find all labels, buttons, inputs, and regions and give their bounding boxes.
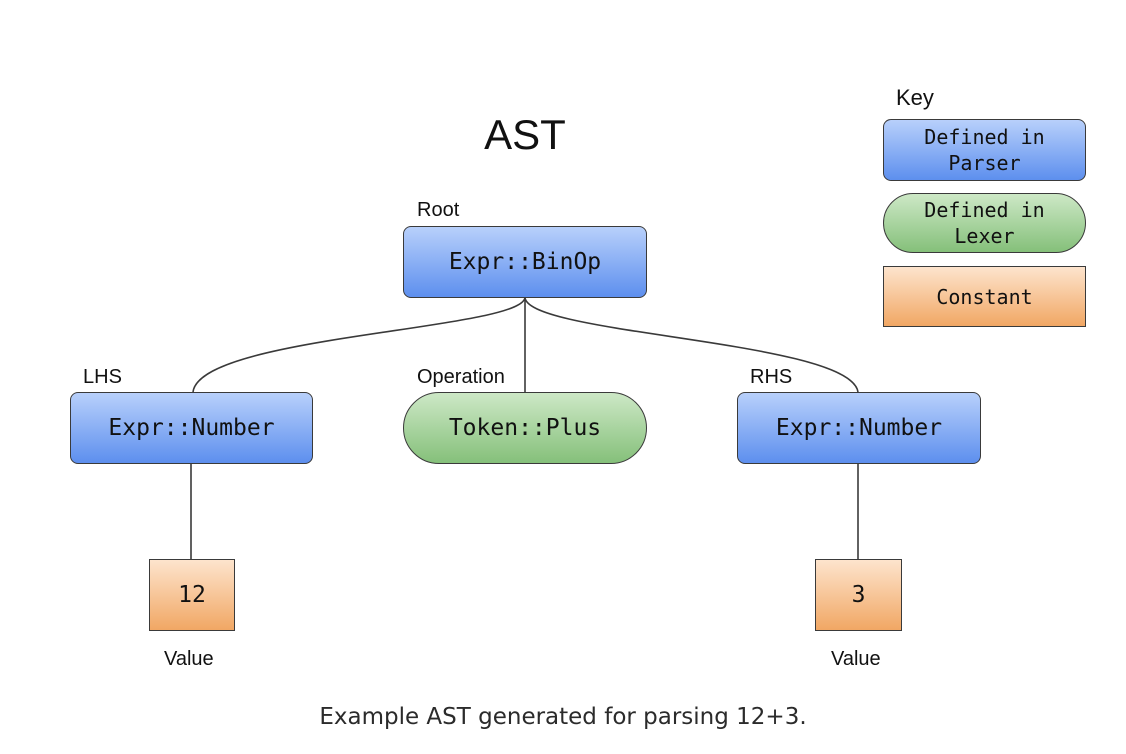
root-node: Expr::BinOp xyxy=(403,226,647,298)
edge-root-rhs xyxy=(524,296,859,393)
lhs-value-node: 12 xyxy=(149,559,235,631)
operation-node: Token::Plus xyxy=(403,392,647,464)
lhs-node: Expr::Number xyxy=(70,392,313,464)
ast-diagram: AST Root Expr::BinOp LHS Expr::Number Op… xyxy=(70,85,1086,670)
diagram-title: AST xyxy=(484,111,566,158)
rhs-node: Expr::Number xyxy=(737,392,981,464)
key-item-lexer: Defined in Lexer xyxy=(883,193,1086,253)
rhs-label: RHS xyxy=(750,366,793,388)
connector-lines xyxy=(190,296,859,559)
lhs-label: LHS xyxy=(83,366,122,388)
figure-caption: Example AST generated for parsing 12+3. xyxy=(319,704,807,730)
edge-root-lhs xyxy=(192,296,526,393)
rhs-value-node: 3 xyxy=(815,559,902,631)
key-item-constant: Constant xyxy=(883,266,1086,327)
root-label: Root xyxy=(417,199,460,221)
key-item-parser: Defined in Parser xyxy=(883,119,1086,181)
rhs-value-label: Value xyxy=(831,648,881,670)
key-title: Key xyxy=(896,85,934,110)
lhs-value-label: Value xyxy=(164,648,214,670)
operation-label: Operation xyxy=(417,366,505,388)
